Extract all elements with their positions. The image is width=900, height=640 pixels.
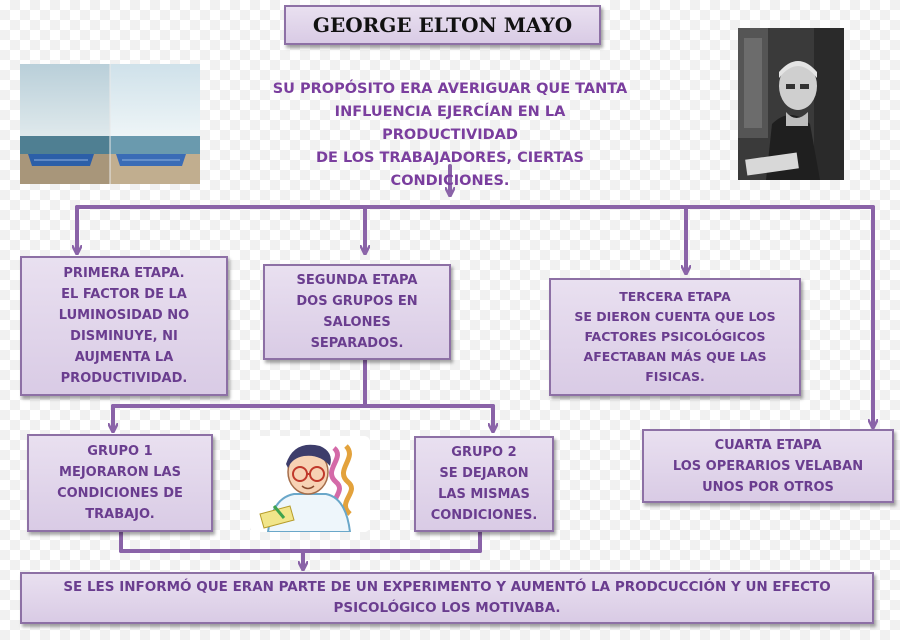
scientist-illustration	[250, 436, 370, 532]
stage-tercera-line: FISICAS.	[645, 369, 705, 384]
stage-tercera-line: AFECTABAN MÁS QUE LAS	[583, 349, 767, 364]
purpose-line: CONDICIONES.	[390, 173, 510, 189]
stage-tercera-box: TERCERA ETAPA SE DIERON CUENTA QUE LOS F…	[549, 278, 801, 396]
stage-cuarta-box: CUARTA ETAPA LOS OPERARIOS VELABAN UNOS …	[642, 429, 894, 503]
group-2-heading: GRUPO 2	[451, 445, 517, 460]
stage-segunda-line: SALONES	[323, 315, 391, 330]
purpose-text: SU PROPÓSITO ERA AVERIGUAR QUE TANTA INF…	[270, 78, 630, 193]
purpose-line: SU PROPÓSITO ERA AVERIGUAR QUE TANTA	[272, 81, 628, 97]
portrait-photo	[738, 28, 844, 180]
conclusion-box: SE LES INFORMÓ QUE ERAN PARTE DE UN EXPE…	[20, 572, 874, 624]
conclusion-line: SE LES INFORMÓ QUE ERAN PARTE DE UN EXPE…	[63, 579, 831, 595]
stage-primera-box: PRIMERA ETAPA. EL FACTOR DE LA LUMINOSID…	[20, 256, 228, 396]
purpose-line: DE LOS TRABAJADORES, CIERTAS	[315, 150, 585, 166]
stage-primera-line: DISMINUYE, NI	[70, 329, 178, 344]
beach-photo	[20, 64, 200, 184]
group-2-line: CONDICIONES.	[430, 508, 538, 523]
purpose-line: INFLUENCIA EJERCÍAN EN LA PRODUCTIVIDAD	[334, 104, 566, 143]
stage-primera-line: LUMINOSIDAD NO	[58, 308, 190, 323]
stage-tercera-line: FACTORES PSICOLÓGICOS	[584, 329, 766, 344]
group-2-box: GRUPO 2 SE DEJARON LAS MISMAS CONDICIONE…	[414, 436, 554, 532]
group-1-line: MEJORARON LAS	[59, 465, 181, 480]
stage-primera-line: PRODUCTIVIDAD.	[60, 371, 188, 386]
group-1-line: CONDICIONES DE	[57, 486, 183, 501]
group-1-box: GRUPO 1 MEJORARON LAS CONDICIONES DE TRA…	[27, 434, 213, 532]
stage-tercera-heading: TERCERA ETAPA	[619, 289, 731, 304]
stage-primera-line: AUJMENTA LA	[74, 350, 174, 365]
stage-segunda-heading: SEGUNDA ETAPA	[296, 273, 418, 288]
group-1-heading: GRUPO 1	[87, 444, 153, 459]
scientist-cartoon-image	[250, 436, 370, 532]
stage-segunda-line: DOS GRUPOS EN	[296, 294, 418, 309]
beach-boat-image	[20, 64, 200, 184]
page-title: GEORGE ELTON MAYO	[312, 13, 573, 37]
stage-tercera-line: SE DIERON CUENTA QUE LOS	[574, 309, 776, 324]
stage-segunda-box: SEGUNDA ETAPA DOS GRUPOS EN SALONES SEPA…	[263, 264, 451, 360]
stage-cuarta-heading: CUARTA ETAPA	[714, 437, 822, 453]
title-box: GEORGE ELTON MAYO	[284, 5, 601, 45]
stage-cuarta-line: UNOS POR OTROS	[702, 479, 834, 495]
stage-primera-heading: PRIMERA ETAPA.	[63, 266, 185, 281]
mayo-portrait-image	[738, 28, 844, 180]
group-2-line: SE DEJARON	[439, 466, 529, 481]
group-2-line: LAS MISMAS	[438, 487, 530, 502]
stage-primera-line: EL FACTOR DE LA	[61, 287, 187, 302]
conclusion-line: PSICOLÓGICO LOS MOTIVABA.	[333, 600, 561, 616]
group-1-line: TRABAJO.	[85, 507, 155, 522]
stage-segunda-line: SEPARADOS.	[310, 336, 404, 351]
stage-cuarta-line: LOS OPERARIOS VELABAN	[672, 458, 864, 474]
